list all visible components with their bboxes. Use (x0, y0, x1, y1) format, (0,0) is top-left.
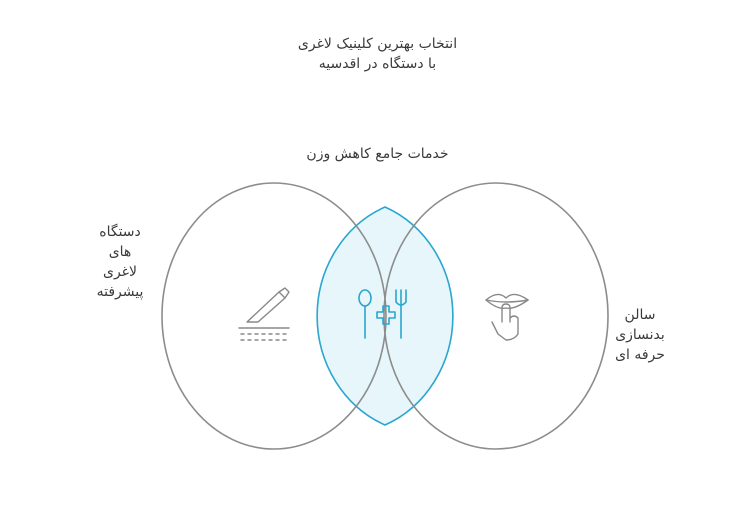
left-circle-label: دستگاه های لاغری پیشرفته (75, 222, 165, 302)
right-label-line-3: حرفه ای (615, 347, 665, 363)
left-label-line-1: دستگاه (99, 224, 141, 240)
left-label-line-4: پیشرفته (96, 284, 144, 300)
left-label-line-2: های (108, 244, 132, 260)
slimming-device-icon (238, 287, 290, 341)
left-label-line-3: لاغری (103, 264, 137, 280)
right-label-line-2: بدنسازی (615, 327, 665, 343)
intersection-lens (316, 206, 454, 426)
title-line-2: با دستگاه در اقدسیه (318, 56, 437, 72)
right-circle-label: سالن بدنسازی حرفه ای (600, 305, 680, 365)
nutrition-health-icon (358, 289, 407, 339)
intersection-label: خدمات جامع کاهش وزن (306, 146, 449, 162)
right-circle (383, 182, 609, 450)
left-circle (161, 182, 387, 450)
silence-hand-lips-icon (485, 293, 529, 341)
title-line-1: انتخاب بهترین کلینیک لاغری (297, 36, 458, 52)
right-label-line-1: سالن (624, 307, 656, 323)
